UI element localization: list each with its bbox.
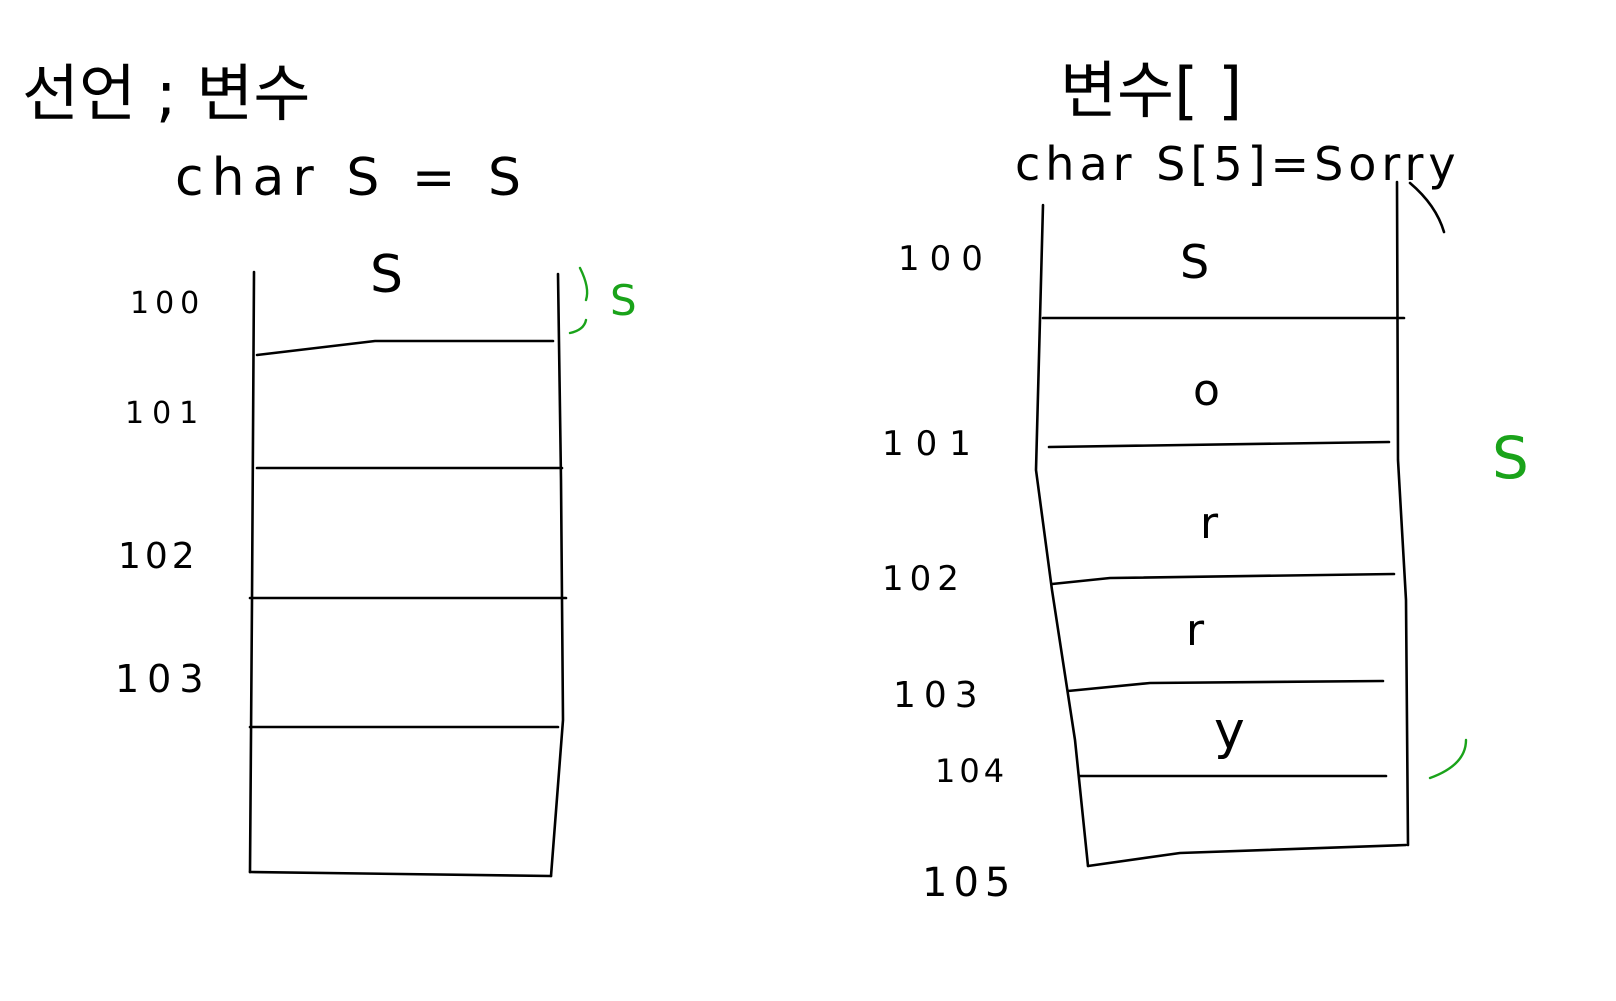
right-row-divider-2 [1047, 440, 1391, 449]
right-cell-3: r [1186, 605, 1205, 656]
right-cell-4: y [1214, 701, 1245, 761]
right-box-bottom-edge [1086, 843, 1408, 868]
right-address-105: 105 [922, 860, 1016, 906]
right-row-divider-4 [1066, 679, 1385, 693]
left-heading: 선언 ; 변수 [22, 57, 310, 130]
right-address-102: 102 [882, 559, 965, 599]
right-row-divider-3 [1050, 572, 1396, 586]
left-address-102: 102 [118, 536, 199, 577]
left-box-left-edge [248, 270, 256, 874]
right-green-bracket [1428, 738, 1468, 780]
right-memory-box [1034, 180, 1410, 868]
right-address-100: 100 [898, 239, 993, 279]
right-address-101: 101 [882, 424, 983, 464]
right-cell-0: S [1180, 235, 1209, 289]
left-box-bottom-edge [248, 870, 553, 878]
right-cell-2: r [1200, 498, 1219, 549]
right-cell-1: o [1193, 365, 1220, 416]
left-cell-0: S [370, 245, 403, 305]
right-heading: 변수[ ] [1060, 54, 1242, 127]
left-green-bracket [568, 266, 589, 335]
right-box-left-edge [1034, 203, 1090, 868]
right-address-103: 103 [893, 675, 986, 716]
right-bracket-label: S [1492, 424, 1529, 492]
left-memory-box [248, 270, 568, 878]
right-box-right-edge [1395, 180, 1410, 847]
left-bracket-label: S [610, 276, 637, 325]
right-top-tick [1408, 181, 1446, 234]
right-address-104: 104 [935, 752, 1008, 790]
right-declaration: char S[5]=Sorry [1015, 137, 1461, 191]
left-address-101: 101 [125, 396, 206, 431]
left-address-103: 103 [115, 657, 212, 701]
left-address-100: 100 [130, 286, 205, 321]
left-box-right-edge [549, 272, 565, 878]
left-row-divider-1 [255, 339, 555, 357]
left-declaration: char S = S [175, 148, 529, 208]
